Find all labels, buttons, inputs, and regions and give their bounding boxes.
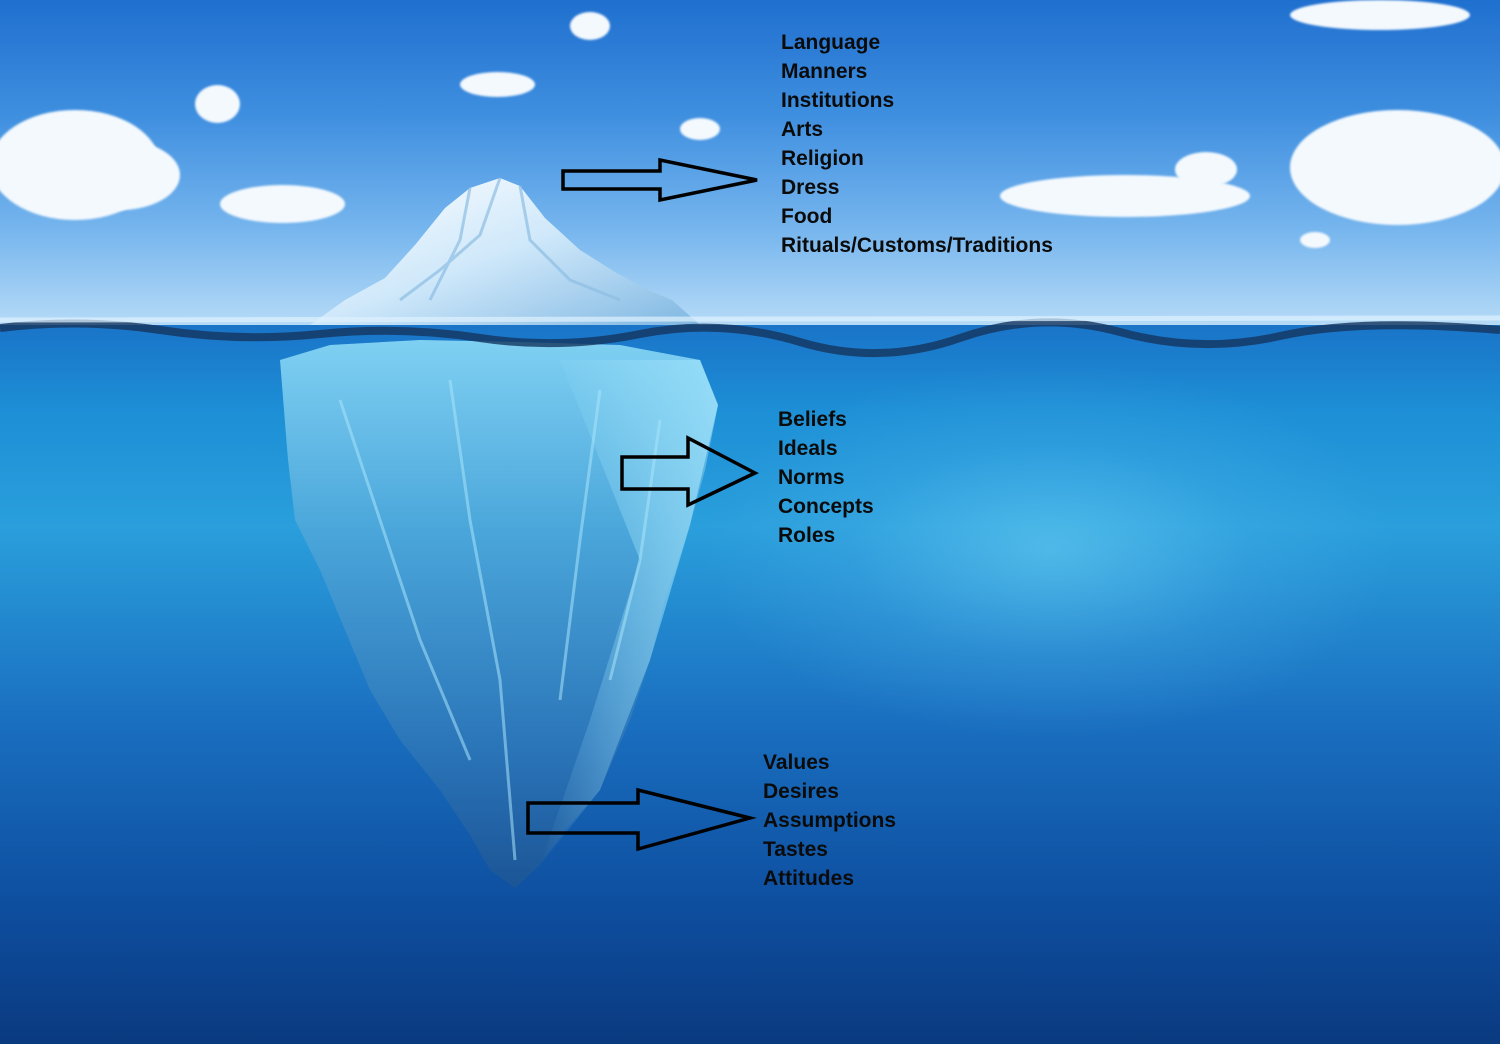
- label-tastes: Tastes: [763, 838, 828, 861]
- cloud: [570, 12, 610, 40]
- cloud: [460, 72, 535, 97]
- label-concepts: Concepts: [778, 495, 874, 518]
- label-arts: Arts: [781, 118, 824, 141]
- label-norms: Norms: [778, 466, 845, 489]
- cloud: [1290, 0, 1470, 30]
- cloud: [1000, 175, 1250, 217]
- label-language: Language: [781, 31, 881, 54]
- deep-below-list: Values Desires Assumptions Tastes Attitu…: [763, 748, 896, 893]
- iceberg-tip: [310, 178, 700, 325]
- sky-background: [0, 0, 1500, 330]
- label-roles: Roles: [778, 524, 836, 547]
- label-religion: Religion: [781, 147, 864, 170]
- label-desires: Desires: [763, 780, 839, 803]
- label-rituals-customs-traditions: Rituals/Customs/Traditions: [781, 234, 1053, 257]
- water-surface-line: [0, 318, 1500, 358]
- above-water-list: Language Manners Institutions Arts Relig…: [781, 28, 1053, 260]
- label-values: Values: [763, 751, 830, 774]
- below-surface-list: Beliefs Ideals Norms Concepts Roles: [778, 405, 874, 550]
- label-institutions: Institutions: [781, 89, 895, 112]
- cloud: [195, 85, 240, 123]
- cloud: [1300, 232, 1330, 248]
- arrow-below-surface: [620, 435, 759, 508]
- label-dress: Dress: [781, 176, 840, 199]
- cloud: [680, 118, 720, 140]
- cloud: [220, 185, 345, 223]
- label-attitudes: Attitudes: [763, 867, 854, 890]
- label-food: Food: [781, 205, 833, 228]
- label-assumptions: Assumptions: [763, 809, 897, 832]
- cloud: [60, 140, 180, 210]
- underwater-light: [700, 360, 1400, 740]
- label-beliefs: Beliefs: [778, 408, 847, 431]
- label-ideals: Ideals: [778, 437, 838, 460]
- arrow-deep-below: [526, 787, 757, 852]
- label-manners: Manners: [781, 60, 868, 83]
- arrow-above-water: [561, 157, 758, 203]
- cloud: [1290, 110, 1500, 225]
